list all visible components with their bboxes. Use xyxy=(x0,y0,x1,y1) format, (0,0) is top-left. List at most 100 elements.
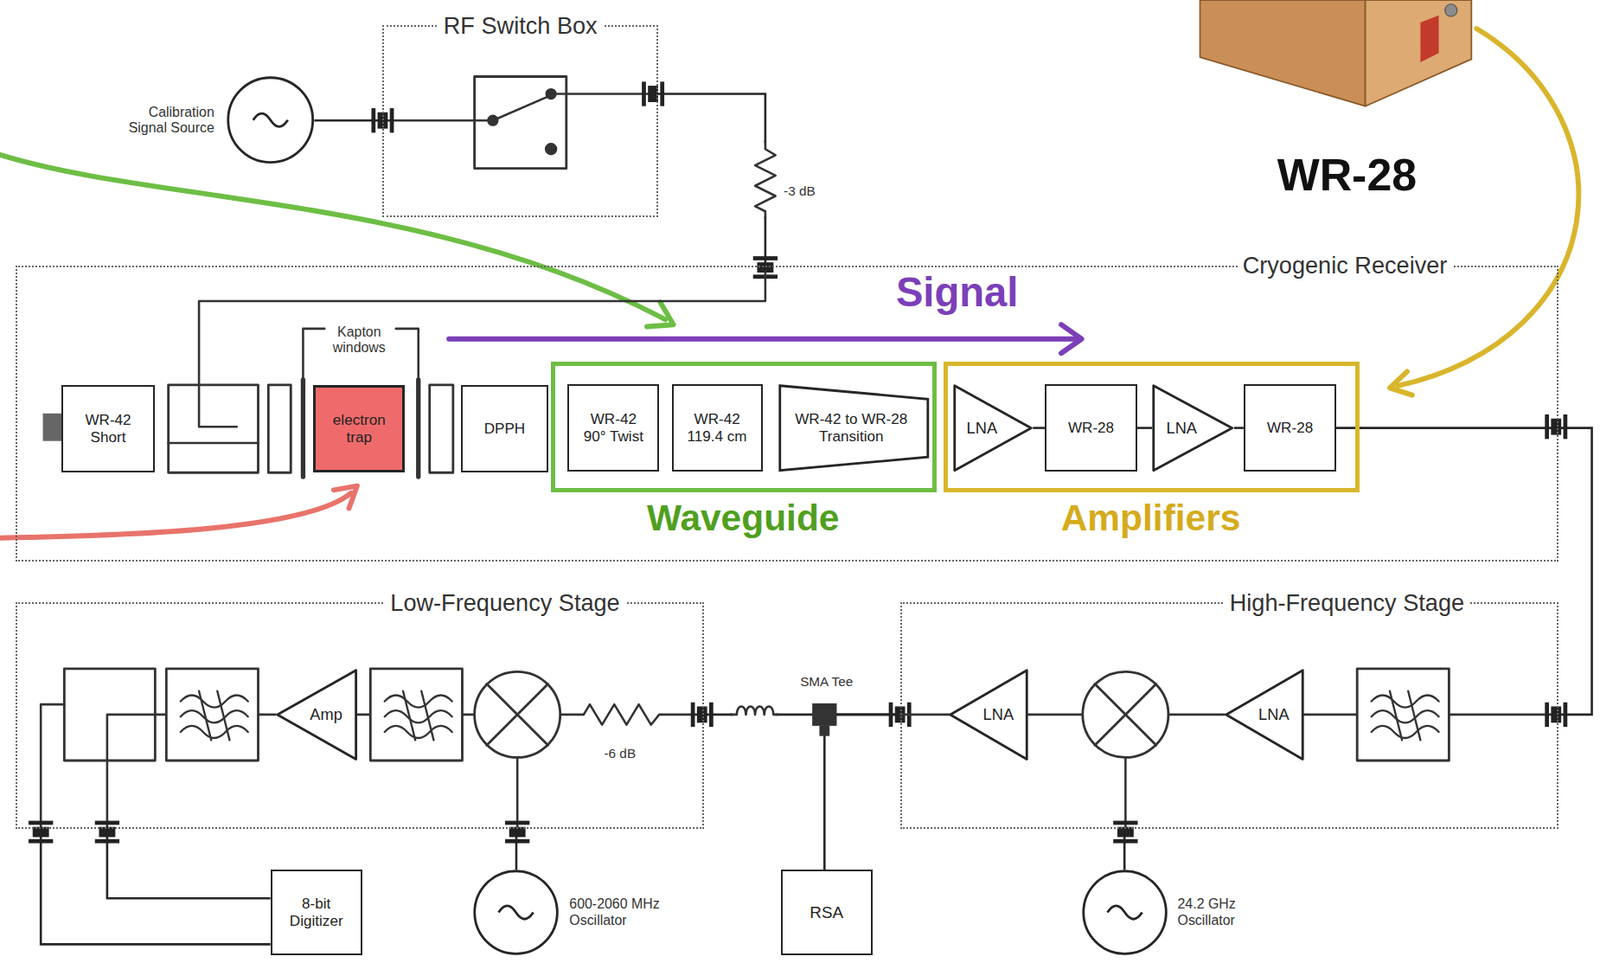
electron-trap-box: electron trap xyxy=(313,384,405,473)
leader-arrow xyxy=(0,153,666,320)
circle-outline xyxy=(473,869,559,955)
text-holder: LNA xyxy=(966,418,999,437)
symbol-caption: 600-2060 MHz Oscillator xyxy=(569,896,682,928)
lna-triangle: LNA xyxy=(953,384,1033,472)
amplifier-triangle: Amp xyxy=(275,668,358,761)
wire-connector xyxy=(1032,426,1045,429)
wire-connector xyxy=(824,714,900,870)
box-label: Amp xyxy=(309,704,343,724)
part-name: WR-28 xyxy=(1277,149,1418,202)
text-holder: Waveguide xyxy=(646,497,840,540)
group-title: Amplifiers xyxy=(1061,497,1242,540)
signal-label: Signal xyxy=(896,268,1019,316)
short-plate xyxy=(43,413,64,442)
box-label: WR-42 90° Twist xyxy=(577,410,649,445)
box-label: DPPH xyxy=(484,420,526,438)
text-holder: WR-42 Short xyxy=(63,386,154,471)
leader-arrow xyxy=(0,492,352,538)
waveguide-box: WR-28 xyxy=(1243,384,1336,472)
text-holder: 600-2060 MHz Oscillator xyxy=(569,896,682,928)
switch-box-group: RF Switch Box xyxy=(382,25,659,218)
waveguide-group: WaveguideWR-42 90° TwistWR-42 119.4 cmWR… xyxy=(550,361,937,493)
text-holder: WR-42 to WR-28 Transition xyxy=(787,410,916,445)
waveguide-aperture xyxy=(1420,15,1439,63)
box-label: WR-28 xyxy=(1068,419,1114,437)
inductor-symbol xyxy=(730,705,778,714)
screw xyxy=(1445,4,1458,17)
flange-symbol xyxy=(505,820,530,844)
dpph-box: DPPH xyxy=(460,384,548,473)
kapton-window xyxy=(302,379,418,477)
arrow-head xyxy=(333,486,358,509)
box-label: WR-42 Short xyxy=(71,411,146,446)
text-holder: WR-42 90° Twist xyxy=(569,385,658,470)
bracket-label: Kapton windows xyxy=(325,324,393,357)
oscillator-circle: 24.2 GHz Oscillator xyxy=(1081,869,1168,955)
label-holder: Kapton windows xyxy=(325,324,393,357)
wire xyxy=(1124,756,1127,829)
filter-symbol xyxy=(370,668,462,761)
wire xyxy=(107,714,155,829)
flange-symbol xyxy=(28,820,53,844)
circle-outline xyxy=(1081,869,1168,955)
text-holder: electron trap xyxy=(315,387,403,470)
attenuation-label: -6 dB xyxy=(603,745,636,762)
group-title: High-Frequency Stage xyxy=(1224,588,1470,616)
part-name: SMA Tee xyxy=(800,673,853,690)
box-label: WR-42 119.4 cm xyxy=(682,410,753,445)
label-holder: Signal xyxy=(896,268,1019,316)
group-title: Cryogenic Receiver xyxy=(1237,251,1453,279)
source-circle xyxy=(474,870,558,954)
text-holder: High-Frequency Stage xyxy=(1224,588,1470,616)
digitizer-box: 8-bit Digitizer xyxy=(270,869,363,955)
text-holder: Cryogenic Receiver xyxy=(1237,251,1453,279)
attenuation-label: -3 dB xyxy=(783,183,816,199)
text-holder: WR-28 xyxy=(1046,385,1135,470)
source-circle xyxy=(228,77,314,163)
text-holder: LNA xyxy=(1166,418,1198,437)
waveguide-photo xyxy=(1365,0,1472,107)
sine-symbol xyxy=(253,114,288,128)
oscillator-circle: 600-2060 MHz Oscillator xyxy=(473,869,559,955)
coupler-box xyxy=(168,384,259,473)
amplifier-symbol xyxy=(950,670,1027,760)
symbol-caption: 24.2 GHz Oscillator xyxy=(1177,896,1270,928)
label-holder: -3 dB xyxy=(783,183,816,199)
label-holder: -6 dB xyxy=(603,745,636,762)
stage-group: High-Frequency StageLNALNA xyxy=(900,601,1559,829)
box-label: LNA xyxy=(983,704,1015,724)
lna-triangle: LNA xyxy=(1224,668,1305,761)
waveguide-box: WR-42 90° Twist xyxy=(567,384,660,472)
box-label: 8-bit Digitizer xyxy=(281,895,352,929)
amplifier-symbol xyxy=(276,670,356,760)
label-holder: WR-28 xyxy=(1277,149,1418,202)
analyzer-box: RSA xyxy=(780,869,873,955)
resistor-symbol xyxy=(755,140,776,219)
waveguide-short-box: WR-42 Short xyxy=(61,384,156,473)
window-box xyxy=(429,384,454,473)
amplifier-group: AmplifiersLNAWR-28LNAWR-28 xyxy=(943,361,1359,493)
circle-outline xyxy=(226,76,314,164)
window-box xyxy=(268,384,291,473)
text-holder: WR-28 xyxy=(1245,385,1334,470)
symbol-caption: Calibration Signal Source xyxy=(112,104,215,137)
flange-symbol xyxy=(1544,414,1568,439)
flange-symbol xyxy=(691,702,714,727)
box-label: WR-28 xyxy=(1267,419,1313,437)
text-holder: 24.2 GHz Oscillator xyxy=(1177,896,1270,928)
wire-connector xyxy=(40,828,270,944)
wire-connector xyxy=(1137,426,1153,429)
group-title: RF Switch Box xyxy=(438,12,603,39)
amplifier-symbol xyxy=(954,385,1031,471)
box-label: RSA xyxy=(809,902,844,922)
wire xyxy=(516,756,519,829)
text-holder: RSA xyxy=(782,870,871,954)
wire xyxy=(382,119,493,122)
filter-symbol xyxy=(166,668,258,761)
waveguide-box: WR-42 119.4 cm xyxy=(672,384,763,472)
text-holder: Calibration Signal Source xyxy=(112,104,215,137)
box-label: electron trap xyxy=(324,411,394,446)
box-label: LNA xyxy=(966,418,999,437)
transition-shape xyxy=(780,385,928,471)
